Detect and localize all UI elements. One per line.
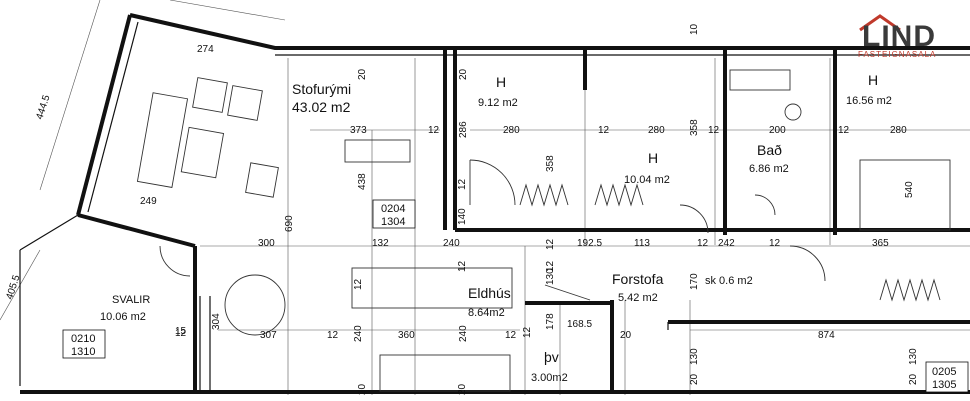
dim-label: 20 [458, 68, 469, 80]
room-area-bad: 6.86 m2 [749, 163, 789, 175]
dim-label: 12 [522, 326, 533, 338]
dim-label: 240 [353, 325, 364, 342]
dim-label: 130 [545, 268, 556, 285]
dim-label: 130 [689, 348, 700, 365]
dim-label: 358 [689, 119, 700, 136]
dim-label: 113 [634, 238, 650, 249]
unit-tag-0205-line2: 1305 [932, 379, 956, 391]
dim-label: 280 [890, 125, 907, 136]
unit-tag-0204-line2: 1304 [381, 216, 405, 228]
unit-tag-0205-line1: 0205 [932, 366, 956, 378]
room-name-svalir: SVALIR [112, 294, 150, 306]
dim-label: 690 [284, 215, 295, 232]
dim-label: 304 [211, 313, 222, 330]
dim-label: 12 [697, 238, 709, 249]
dim-label: 365 [872, 238, 889, 249]
dim-label: 20 [620, 330, 632, 341]
dim-label: 170 [689, 273, 700, 290]
dim-label: 240 [443, 238, 460, 249]
dim-label: 20 [908, 373, 919, 385]
room-name-stofurymi: Stofurými [292, 81, 351, 97]
dim-label: 444.5 [34, 93, 52, 121]
dim-label: 130 [908, 348, 919, 365]
dim-label: 540 [904, 181, 915, 198]
dim-label: 373 [350, 125, 367, 136]
dim-label: 20 [357, 68, 368, 80]
logo-text: LIND [862, 20, 936, 53]
dim-label: 280 [503, 125, 520, 136]
dim-label: 300 [258, 238, 275, 249]
unit-tag-0205: 0205 1305 [925, 361, 969, 393]
unit-tag-0210-line1: 0210 [71, 333, 95, 345]
dim-label: 12 [505, 330, 517, 341]
room-area-h1: 9.12 m2 [478, 97, 518, 109]
brand-logo: LIND FASTEIGNASALA [858, 10, 948, 59]
unit-tag-0204: 0204 1304 [372, 199, 416, 229]
unit-tag-0210: 0210 1310 [62, 329, 106, 359]
dim-label: 286 [458, 121, 469, 138]
room-name-sk: sk 0.6 m2 [705, 275, 753, 287]
dim-label: 140 [457, 208, 468, 225]
room-name-forstofa: Forstofa [612, 271, 664, 287]
dim-label: 10 [689, 23, 700, 35]
room-name-eldhus: Eldhús [468, 285, 511, 301]
dim-label: 20 [689, 373, 700, 385]
room-name-bad: Bað [757, 142, 782, 158]
dim-label: 12 [545, 238, 556, 250]
dim-label: 240 [458, 325, 469, 342]
dim-label: 192.5 [577, 238, 602, 249]
dim-label: 20 [457, 383, 468, 395]
dim-label: 360 [398, 330, 415, 341]
house-icon [859, 14, 901, 32]
unit-tag-0210-line2: 1310 [71, 346, 95, 358]
dim-label: 12 [545, 260, 556, 272]
room-area-h3: 16.56 m2 [846, 95, 892, 107]
room-area-eldhus: 8.64m2 [468, 307, 505, 319]
dim-label: 249 [140, 196, 157, 207]
dim-label: 15 [175, 326, 187, 337]
dim-label: 280 [648, 125, 665, 136]
room-name-thv: þv [544, 349, 559, 365]
room-area-h2: 10.04 m2 [624, 174, 670, 186]
dim-label: 358 [545, 155, 556, 172]
dim-label: 274 [197, 44, 214, 55]
dim-label: 12 [353, 278, 364, 290]
logo-subtitle: FASTEIGNASALA [858, 50, 937, 59]
dim-label: 874 [818, 330, 835, 341]
dim-label: 12 [175, 328, 187, 339]
dim-label: 168.5 [567, 319, 592, 330]
dim-label: 12 [598, 125, 610, 136]
room-name-h2: H [648, 150, 658, 166]
dim-label: 12 [457, 178, 468, 190]
room-area-stofurymi: 43.02 m2 [292, 99, 351, 115]
dim-label: 307 [260, 330, 277, 341]
dim-label: 132 [372, 238, 389, 249]
dim-label: 12 [838, 125, 850, 136]
room-name-h3: H [868, 72, 878, 88]
room-name-h1: H [496, 74, 506, 90]
dim-label: 12 [428, 125, 440, 136]
room-area-forstofa: 5.42 m2 [618, 292, 658, 304]
dim-label: 12 [457, 260, 468, 272]
unit-tag-0204-line1: 0204 [381, 203, 405, 215]
dim-label: 438 [357, 173, 368, 190]
dim-label: 242 [718, 238, 735, 249]
room-area-thv: 3.00m2 [531, 372, 568, 384]
dim-label: 12 [708, 125, 720, 136]
dim-label: 20 [357, 383, 368, 395]
room-area-svalir: 10.06 m2 [100, 311, 146, 323]
dim-label: 12 [327, 330, 339, 341]
dim-label: 178 [545, 313, 556, 330]
dim-label: 12 [769, 238, 781, 249]
dim-label: 200 [769, 125, 786, 136]
